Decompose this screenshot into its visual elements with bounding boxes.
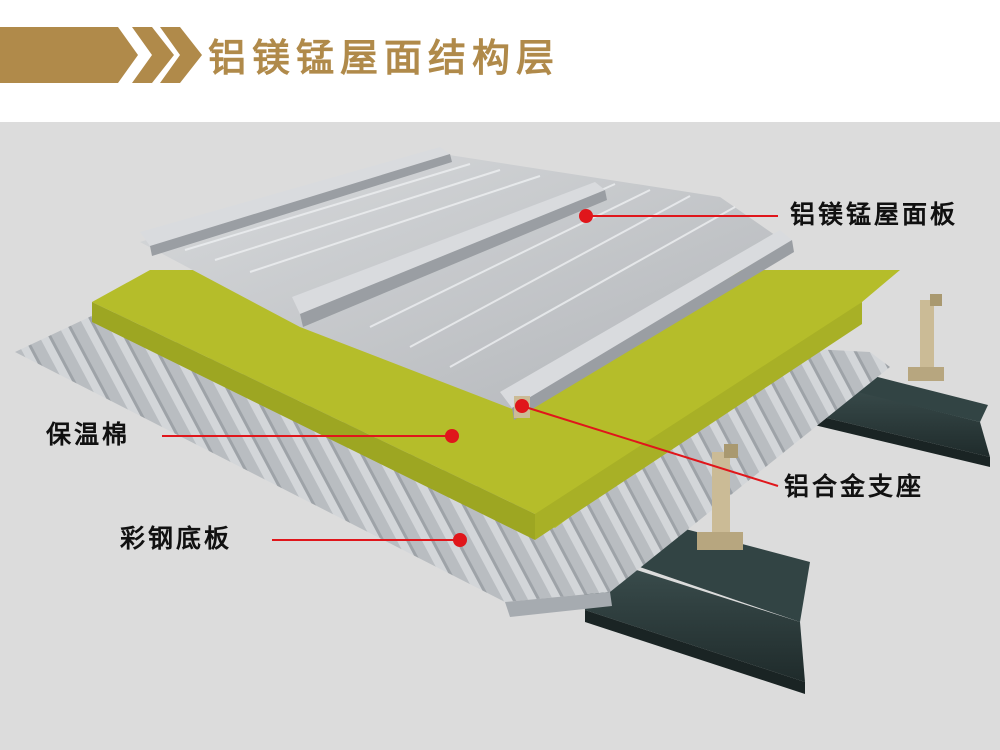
support-clip-front bbox=[697, 444, 743, 550]
callout-aluminum-support bbox=[515, 399, 779, 487]
label-roof-panel: 铝镁锰屋面板 bbox=[790, 200, 959, 229]
page-title: 铝镁锰屋面结构层 bbox=[208, 36, 561, 80]
panel-seam-3 bbox=[500, 230, 794, 420]
header-bar: 铝镁锰屋面结构层 bbox=[0, 0, 1000, 122]
panel-seam-1 bbox=[140, 147, 452, 256]
callout-steel-base bbox=[272, 533, 467, 547]
label-insulation: 保温棉 bbox=[46, 420, 131, 449]
purlin-front bbox=[580, 517, 810, 694]
label-steel-base-plate: 彩钢底板 bbox=[120, 524, 233, 553]
chevron-banner-icon bbox=[0, 27, 202, 83]
callout-insulation bbox=[162, 429, 459, 443]
diagram-illustration bbox=[0, 122, 1000, 750]
label-aluminum-support: 铝合金支座 bbox=[784, 472, 925, 501]
panel-seam-2 bbox=[292, 182, 607, 327]
callout-roof-panel bbox=[579, 209, 778, 223]
roof-structure-diagram: 铝镁锰屋面板 保温棉 铝合金支座 彩钢底板 bbox=[0, 122, 1000, 750]
support-clip-rear bbox=[908, 294, 944, 381]
